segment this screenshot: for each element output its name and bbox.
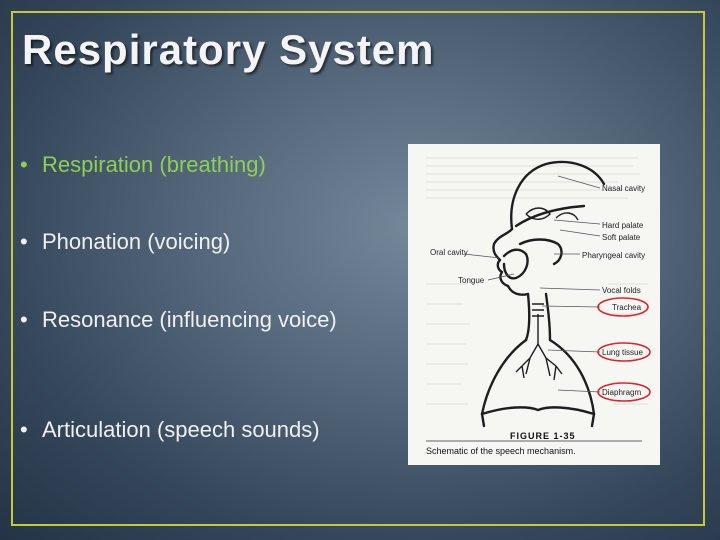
slide-frame bbox=[11, 11, 705, 526]
diaphragm-highlight-circle bbox=[597, 382, 651, 402]
bullet-dot: • bbox=[20, 152, 28, 177]
bullet-text: Respiration (breathing) bbox=[42, 152, 266, 177]
bullet-text: Resonance (influencing voice) bbox=[42, 307, 337, 332]
speech-mechanism-diagram: Nasal cavity Hard palate Soft palate Pha… bbox=[426, 157, 651, 456]
bullet-item-respiration: • Respiration (breathing) bbox=[20, 151, 400, 179]
label-lung-tissue: Lung tissue bbox=[602, 348, 643, 357]
bullet-dot: • bbox=[20, 417, 28, 442]
bullet-item-phonation: • Phonation (voicing) bbox=[20, 228, 400, 256]
label-tongue: Tongue bbox=[458, 276, 485, 285]
label-nasal-cavity: Nasal cavity bbox=[602, 184, 645, 193]
bullet-dot: • bbox=[20, 307, 28, 332]
label-vocal-folds: Vocal folds bbox=[602, 286, 641, 295]
bullet-dot: • bbox=[20, 229, 28, 254]
bullet-text: Articulation (speech sounds) bbox=[42, 417, 320, 442]
label-trachea: Trachea bbox=[612, 303, 642, 312]
label-oral-cavity: Oral cavity bbox=[430, 248, 468, 257]
leader-lines bbox=[463, 175, 601, 393]
bullet-item-articulation: • Articulation (speech sounds) bbox=[20, 416, 400, 444]
bullet-item-resonance: • Resonance (influencing voice) bbox=[20, 306, 352, 334]
label-soft-palate: Soft palate bbox=[602, 233, 641, 242]
airway-detail bbox=[515, 207, 579, 381]
figure-number: FIGURE 1-35 bbox=[510, 431, 576, 441]
label-diaphragm: Diaphragm bbox=[602, 388, 641, 397]
figure-caption: Schematic of the speech mechanism. bbox=[426, 446, 576, 456]
vocal-tract-outline bbox=[480, 160, 606, 428]
trachea-highlight-circle bbox=[597, 297, 649, 317]
highlight-circles bbox=[597, 297, 651, 402]
bullet-text: Phonation (voicing) bbox=[42, 229, 231, 254]
slide-title: Respiratory System bbox=[22, 26, 435, 73]
lung-tissue-highlight-circle bbox=[597, 342, 651, 362]
speech-mechanism-figure: Nasal cavity Hard palate Soft palate Pha… bbox=[408, 144, 660, 465]
label-hard-palate: Hard palate bbox=[602, 221, 644, 230]
label-pharyngeal-cavity: Pharyngeal cavity bbox=[582, 251, 645, 260]
